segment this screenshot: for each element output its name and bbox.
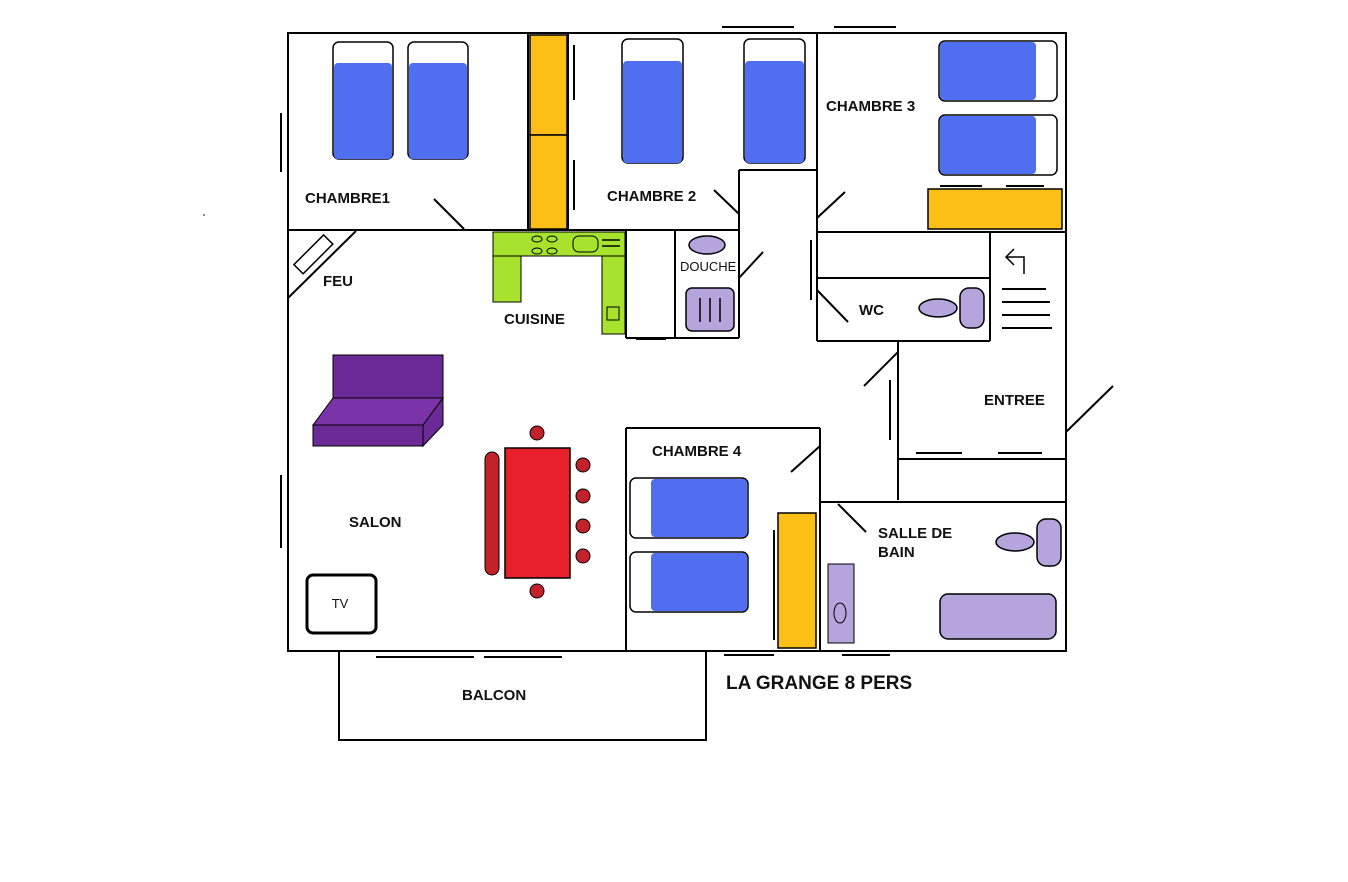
fridge-icon bbox=[606, 306, 620, 321]
bed-chambre1-right bbox=[407, 41, 469, 160]
wardrobe-chambre4 bbox=[777, 512, 817, 649]
label-chambre3: CHAMBRE 3 bbox=[826, 98, 915, 115]
label-douche: DOUCHE bbox=[680, 259, 737, 274]
label-salon: SALON bbox=[349, 514, 402, 531]
washbasin-icon bbox=[688, 235, 726, 255]
label-entree: ENTREE bbox=[984, 392, 1045, 409]
bed-chambre4-bottom bbox=[629, 551, 749, 613]
chairs bbox=[529, 425, 591, 599]
label-feu: FEU bbox=[323, 273, 353, 290]
dining-table bbox=[484, 425, 591, 599]
wardrobe-chambre1 bbox=[529, 34, 568, 230]
washbasin-bathroom-icon bbox=[827, 563, 855, 644]
toilet-icon bbox=[918, 287, 985, 329]
bed-chambre2-right bbox=[743, 38, 806, 164]
interior-walls bbox=[287, 33, 1114, 651]
bed-chambre3-top bbox=[938, 40, 1058, 102]
label-chambre1: CHAMBRE1 bbox=[305, 190, 390, 207]
tv-label: TV bbox=[332, 596, 349, 611]
bed-chambre4-top bbox=[629, 477, 749, 539]
label-cuisine: CUISINE bbox=[504, 311, 565, 328]
stairs-icon bbox=[1002, 248, 1052, 329]
label-wc: WC bbox=[859, 302, 884, 319]
sink-icon bbox=[572, 235, 620, 253]
wardrobe-chambre3 bbox=[927, 188, 1063, 230]
outer-walls bbox=[280, 26, 1067, 741]
hob-icon bbox=[531, 235, 558, 255]
sofa-icon bbox=[312, 354, 444, 448]
kitchen-counter bbox=[492, 231, 626, 335]
toilet-bathroom-icon bbox=[995, 518, 1062, 567]
bathroom-fixtures bbox=[827, 518, 1062, 644]
shower-tray-icon bbox=[685, 287, 735, 332]
plan-title: LA GRANGE 8 PERS bbox=[726, 673, 912, 694]
shower-fixtures bbox=[636, 235, 735, 340]
wardrobes bbox=[529, 34, 1063, 649]
label-balcon: BALCON bbox=[462, 687, 526, 704]
beds bbox=[332, 38, 1058, 613]
label-chambre4: CHAMBRE 4 bbox=[652, 443, 742, 460]
fireplace bbox=[292, 233, 334, 275]
label-chambre2: CHAMBRE 2 bbox=[607, 188, 696, 205]
bed-chambre2-left bbox=[621, 38, 684, 164]
bed-chambre1-left bbox=[332, 41, 394, 160]
tv-icon: TV bbox=[305, 573, 378, 635]
label-salle-de-bain-1: SALLE DE bbox=[878, 525, 952, 542]
bathtub-icon bbox=[939, 593, 1057, 640]
label-salle-de-bain-2: BAIN bbox=[878, 544, 915, 561]
room-labels: CHAMBRE1 CHAMBRE 2 CHAMBRE 3 CHAMBRE 4 F… bbox=[305, 98, 1045, 704]
bed-chambre3-bottom bbox=[938, 114, 1058, 176]
